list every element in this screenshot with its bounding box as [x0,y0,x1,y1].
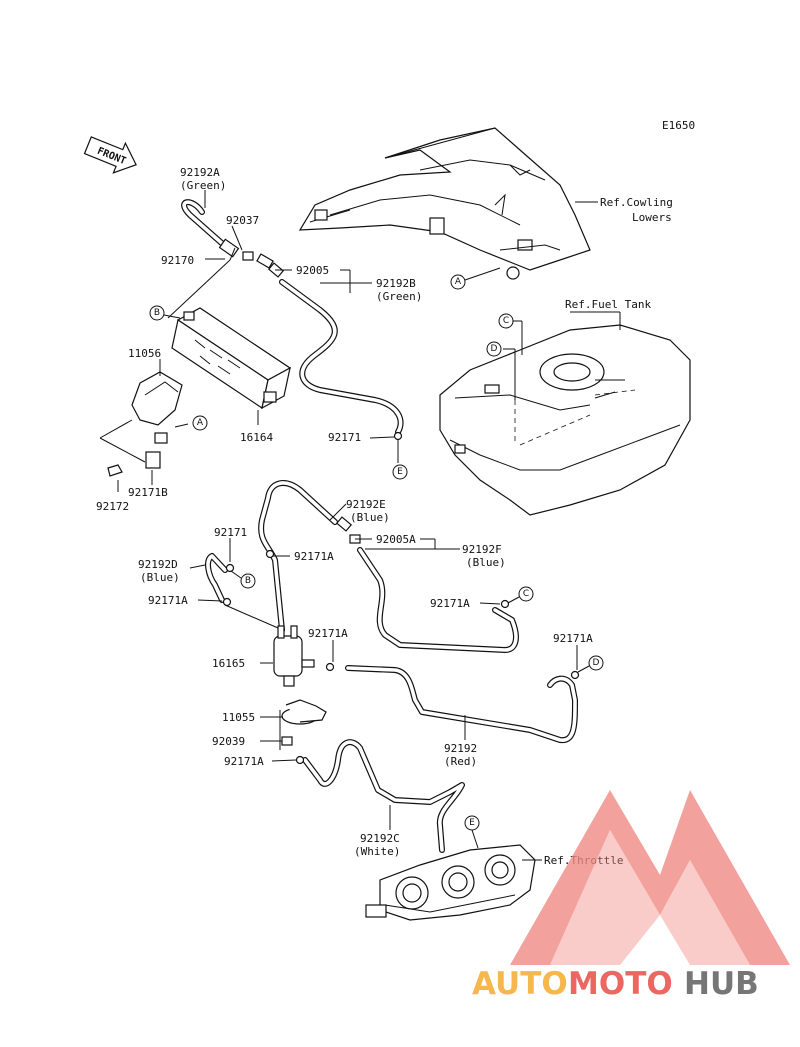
part-labels: 92192A (Green) 92037 92170 92005 92192B … [96,166,593,858]
callout-b-canister: B [149,305,165,321]
logo-text-moto: MOTO [568,966,673,1002]
callout-a-cowling: A [450,274,466,290]
part-label-92005: 92005 [296,264,329,277]
ref-cowling-label-2: Lowers [632,211,672,224]
part-label-92171a-1: 92171A [294,550,334,563]
bracket-11056-drawing [131,371,183,469]
part-note-92192d: (Blue) [140,571,180,584]
logo-text-hub: HUB [684,966,759,1002]
part-label-16164: 16164 [240,431,273,444]
logo-text-auto: AUTO [472,966,568,1002]
callout-c-hose: C [518,586,534,602]
part-note-92192c: (White) [354,845,400,858]
callout-d-tank: D [486,341,502,357]
part-label-11055: 11055 [222,711,255,724]
part-label-92192c: 92192C [360,832,400,845]
callout-e-top: E [392,464,408,480]
part-label-92171b: 92171B [128,486,168,499]
part-note-92192b: (Green) [376,290,422,303]
cowling-lowers-drawing [298,127,591,280]
part-note-92192f: (Blue) [466,556,506,569]
callout-b-hose: B [240,573,256,589]
part-note-92192a: (Green) [180,179,226,192]
throttle-body-drawing [365,844,536,921]
canister-16164-drawing [171,307,292,410]
fuel-tank-drawing [439,324,691,516]
leader-lines [117,190,578,830]
bracket-11055-drawing [281,699,327,746]
part-note-92192: (Red) [444,755,477,768]
svg-text:B: B [245,576,251,586]
part-label-92171a-4: 92171A [308,627,348,640]
automotohub-logo: AUTO MOTO HUB [472,790,790,1002]
ref-fuel-tank-label: Ref.Fuel Tank [565,298,651,311]
svg-text:D: D [593,658,600,668]
part-label-92192f: 92192F [462,543,502,556]
part-label-92171-mid: 92171 [214,526,247,539]
part-label-11056: 11056 [128,347,161,360]
part-label-92171a-6: 92171A [224,755,264,768]
svg-text:A: A [455,277,462,287]
part-label-92192a: 92192A [180,166,220,179]
front-arrow-icon: FRONT [83,136,137,174]
part-label-16165: 16165 [212,657,245,670]
part-label-92172: 92172 [96,500,129,513]
part-label-92037: 92037 [226,214,259,227]
svg-text:C: C [503,316,509,326]
filter-16165-drawing [273,625,315,687]
part-label-92171a-3: 92171A [430,597,470,610]
part-label-92192e: 92192E [346,498,386,511]
part-label-92192b: 92192B [376,277,416,290]
part-note-92192e: (Blue) [350,511,390,524]
part-label-92005a: 92005A [376,533,416,546]
part-label-92192d: 92192D [138,558,178,571]
svg-text:C: C [523,589,529,599]
svg-text:A: A [197,418,204,428]
svg-text:E: E [397,467,403,477]
diagram-code: E1650 [662,119,695,132]
part-label-92039: 92039 [212,735,245,748]
svg-text:E: E [469,818,475,828]
svg-text:D: D [491,344,498,354]
part-label-92171a-2: 92171A [148,594,188,607]
callout-e-throttle: E [464,815,480,831]
part-label-92170: 92170 [161,254,194,267]
part-label-92171-top: 92171 [328,431,361,444]
part-label-92171a-5: 92171A [553,632,593,645]
callout-c-tank: C [498,313,514,329]
callout-d-hose: D [588,655,604,671]
ref-cowling-label: Ref.Cowling [600,196,673,209]
svg-text:B: B [154,308,160,318]
part-label-92192: 92192 [444,742,477,755]
callout-a-bracket: A [192,415,208,431]
